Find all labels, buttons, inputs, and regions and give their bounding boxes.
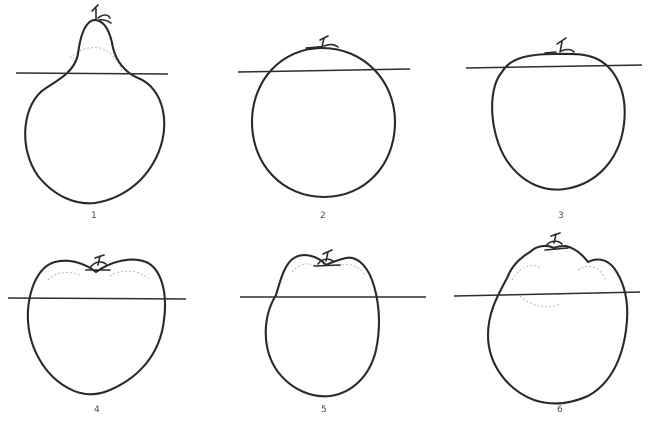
fruit-shape-5: 5 [240, 250, 426, 415]
shape-label-3: 3 [558, 211, 564, 221]
fruit-outline-1 [25, 20, 164, 203]
shape-label-1: 1 [91, 211, 97, 221]
fruit-shape-6: 6 [454, 233, 640, 415]
shape-label-4: 4 [94, 405, 100, 415]
shape-label-5: 5 [321, 405, 327, 415]
cut-line-1 [16, 73, 168, 74]
stem-icon-2 [306, 36, 338, 49]
fruit-shape-2: 2 [238, 36, 410, 221]
fruit-outline-3 [492, 54, 625, 190]
fruit-shape-1: 1 [16, 5, 168, 221]
shape-label-6: 6 [557, 405, 563, 415]
stem-icon-3 [545, 38, 574, 53]
fruit-shape-4: 4 [8, 255, 186, 415]
shape-label-2: 2 [320, 211, 326, 221]
cut-line-2 [238, 69, 410, 72]
fruit-outline-5 [266, 255, 379, 396]
cut-line-3 [466, 65, 642, 68]
fruit-outline-6 [488, 246, 627, 404]
stem-icon-4 [86, 255, 110, 270]
cut-line-4 [8, 298, 186, 299]
fruit-shape-3: 3 [466, 38, 642, 221]
cut-line-6 [454, 292, 640, 296]
